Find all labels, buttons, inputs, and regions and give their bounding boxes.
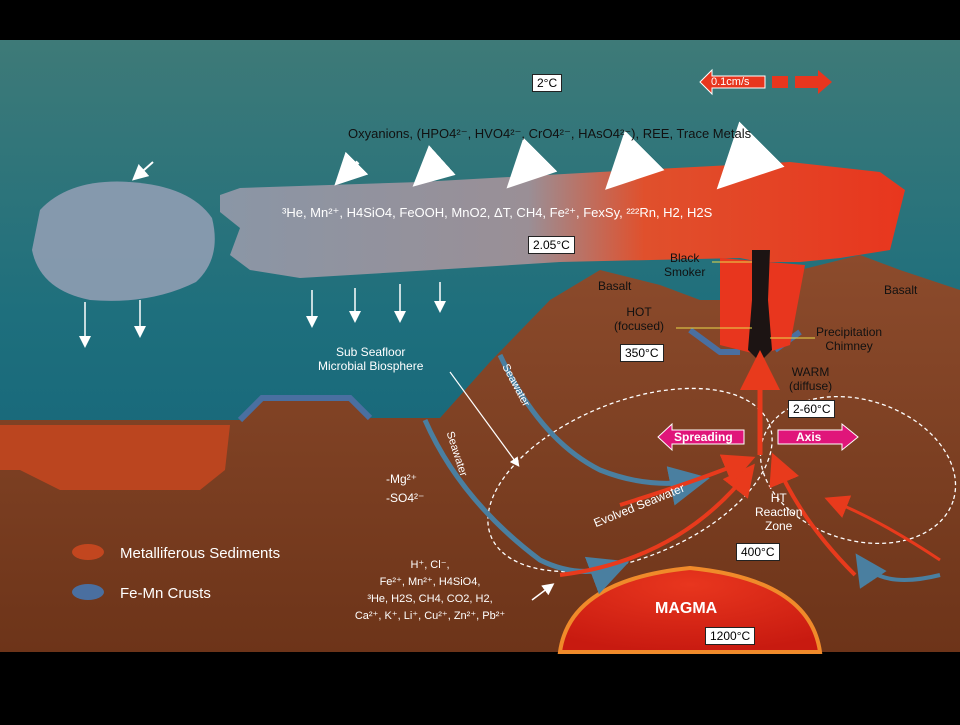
biosphere-label: Sub Seafloor Microbial Biosphere (318, 345, 424, 373)
hot-temp-box: 350°C (620, 344, 664, 362)
precipitation-label: Precipitation Chimney (816, 325, 883, 353)
surface-temp-box: 2°C (532, 74, 563, 92)
warm-temp-box: 2-60°C (788, 400, 836, 418)
vent-chem-line: Ca²⁺, K⁺, Li⁺, Cu²⁺, Zn²⁺, Pb²⁺ (354, 610, 506, 623)
hot-fluid-path-5 (824, 495, 941, 562)
axis-label: Axis (796, 430, 822, 444)
hot-fluid-path-1 (559, 463, 755, 577)
vent-chem-line: H⁺, Cl⁻, (410, 559, 450, 571)
metalliferous-sediment-left (0, 425, 230, 490)
scale-bar-middle (772, 76, 788, 88)
scale-label: 0.1cm/s (711, 76, 750, 88)
hot-fluid-path-4 (769, 452, 857, 577)
magma-label: MAGMA (655, 600, 718, 617)
warm-label: WARM (diffuse) (789, 365, 833, 393)
legend-swatch-sediments (72, 544, 104, 560)
scavenging-arrows (132, 121, 785, 190)
plume-chem-label: ³He, Mn²⁺, H4SiO4, FeOOH, MnO2, ΔT, CH4,… (282, 205, 713, 220)
spreading-label: Spreading (674, 430, 733, 444)
legend-swatch-crusts (72, 584, 104, 600)
seawater-path-1 (497, 353, 710, 506)
basalt-right-label: Basalt (884, 283, 918, 297)
oxyanions-label: Oxyanions, (HPO4²⁻, HVO4²⁻, CrO4²⁻, HAsO… (348, 126, 752, 141)
biosphere-pointer (449, 371, 520, 467)
legend-crusts-label: Fe-Mn Crusts (120, 585, 211, 602)
vent-chem-line: ³He, H2S, CH4, CO2, H2, (367, 593, 493, 606)
black-smoker-label: Black Smoker (664, 251, 706, 279)
magma-temp-box: 1200°C (705, 627, 756, 645)
ht-reaction-zone-label: HT Reaction Zone (755, 491, 803, 533)
circulation-cell-left (487, 387, 773, 573)
basalt-left-label: Basalt (598, 279, 632, 293)
legend-sediments-label: Metalliferous Sediments (120, 545, 281, 562)
scale-arrow-left (699, 68, 766, 96)
black-smoker-chimney (748, 250, 772, 362)
spreading-arrow-left (657, 422, 745, 452)
seawater-path-3 (855, 553, 941, 589)
fe-mn-crust-center (688, 327, 740, 355)
plume-temp-box: 2.05°C (528, 236, 575, 254)
mg-so4-label: -Mg²⁺ -SO4²⁻ (386, 472, 425, 506)
vent-chem-line: Fe²⁺, Mn²⁺, H4SiO4, (379, 576, 481, 589)
particle-fallout-arrows (79, 282, 446, 348)
hydrothermal-plume (220, 162, 905, 278)
plume-cloud-left (32, 181, 215, 301)
fe-mn-crust-left (237, 395, 373, 423)
hot-label: HOT (focused) (614, 305, 665, 333)
circulation-cell-right (759, 395, 957, 545)
reaction-temp-box: 400°C (736, 543, 780, 561)
spreading-arrow-right (777, 422, 859, 452)
vent-chem-pointer (531, 583, 555, 601)
vent-chem-list: H⁺, Cl⁻, Fe²⁺, Mn²⁺, H4SiO4, ³He, H2S, C… (330, 557, 530, 625)
hot-fluid-path-2 (619, 454, 756, 507)
scale-arrow-right (795, 70, 832, 94)
